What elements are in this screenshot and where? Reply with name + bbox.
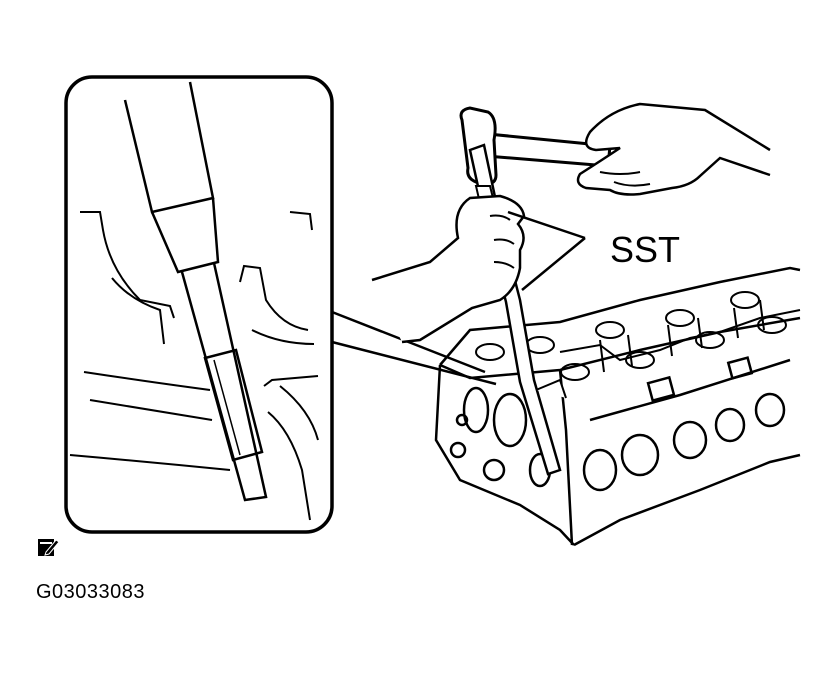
- left-hand: [372, 196, 524, 342]
- inset-head-section: [80, 212, 174, 318]
- inset-valve-guide: [205, 350, 262, 460]
- note-pad-icon: [38, 539, 60, 556]
- right-hand: [578, 104, 770, 195]
- cylinder-head: [436, 268, 800, 545]
- sst-callout-label: SST: [610, 229, 681, 270]
- inset-tool-step: [152, 198, 218, 272]
- sst-callout-lines: [508, 212, 585, 290]
- figure-id: G03033083: [36, 581, 146, 603]
- inset-tool-rod: [182, 263, 266, 500]
- detail-inset: [66, 77, 332, 532]
- inset-tool-shaft: [125, 82, 213, 212]
- inset-frame: [66, 77, 332, 532]
